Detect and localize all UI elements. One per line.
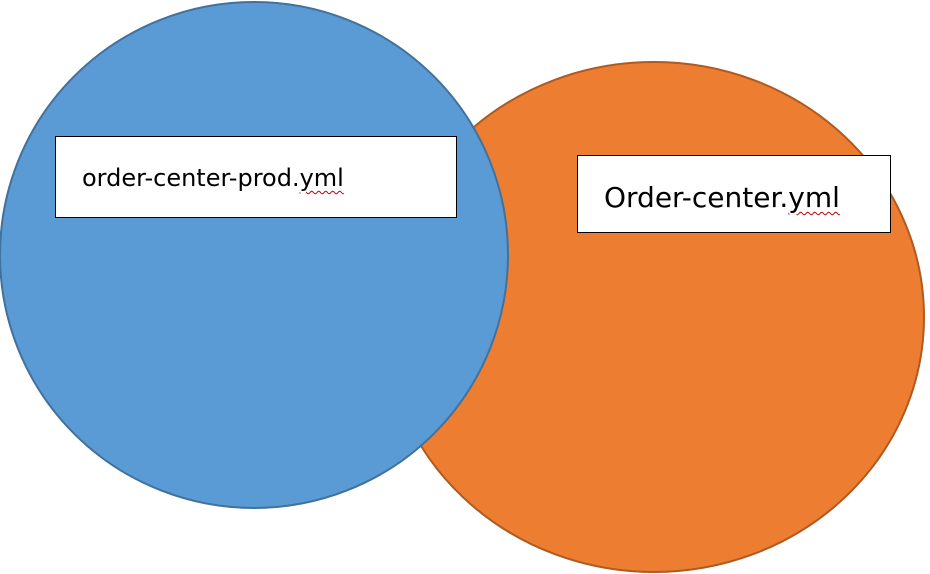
order-center-label-box: Order-center.yml: [577, 155, 891, 233]
order-center-prod-label-box: order-center-prod.yml: [55, 136, 457, 218]
order-center-label-prefix: Order-center.: [604, 181, 789, 214]
order-center-label-suffix: yml: [788, 181, 840, 214]
order-center-prod-label-suffix: yml: [299, 164, 344, 192]
order-center-prod-label-prefix: order-center-prod.: [82, 164, 300, 192]
order-center-prod-circle: [0, 1, 509, 509]
